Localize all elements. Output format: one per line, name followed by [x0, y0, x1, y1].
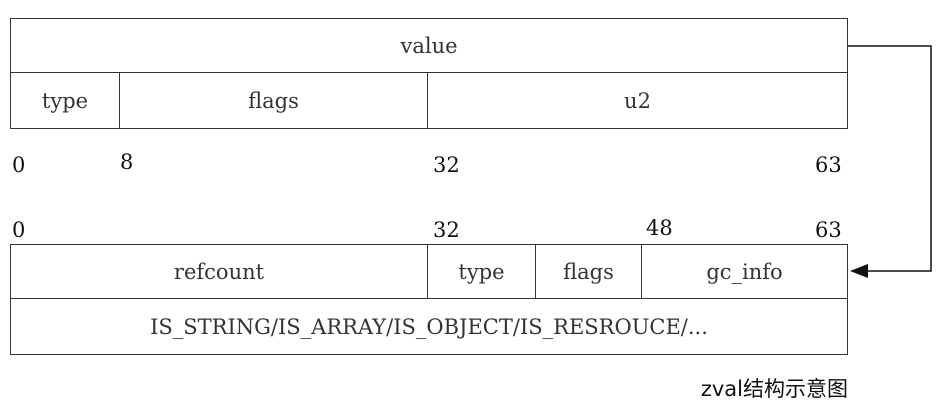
zval-flags-cell: flags — [119, 73, 427, 128]
refcounted-fields-row: refcount type flags gc_info — [10, 244, 848, 300]
refcounted-type-cell: type — [427, 245, 535, 299]
refcounted-bit-63: 63 — [815, 218, 842, 242]
zval-bit-32: 32 — [433, 153, 460, 177]
zval-fields-row: type flags u2 — [10, 72, 848, 129]
zval-bit-8: 8 — [120, 150, 134, 174]
zval-value-cell: value — [400, 34, 458, 58]
zval-bit-63: 63 — [815, 153, 842, 177]
refcounted-refcount-cell: refcount — [173, 260, 265, 284]
refcounted-bit-0: 0 — [12, 218, 26, 242]
pointer-arrowhead — [850, 264, 868, 278]
diagram-caption: zval结构示意图 — [700, 377, 848, 401]
zval-value-row: value — [10, 18, 848, 74]
refcounted-types-cell: IS_STRING/IS_ARRAY/IS_OBJECT/IS_RESROUCE… — [150, 314, 708, 339]
refcounted-gcinfo-cell: gc_info — [641, 245, 847, 299]
refcounted-bit-48: 48 — [646, 216, 673, 240]
refcounted-bit-32: 32 — [433, 218, 460, 242]
zval-u2-cell: u2 — [427, 73, 847, 128]
zval-bit-0: 0 — [12, 153, 26, 177]
refcounted-flags-cell: flags — [535, 245, 641, 299]
refcounted-types-row: IS_STRING/IS_ARRAY/IS_OBJECT/IS_RESROUCE… — [10, 298, 848, 355]
pointer-arrow-line — [848, 45, 932, 272]
zval-type-cell: type — [41, 88, 89, 113]
